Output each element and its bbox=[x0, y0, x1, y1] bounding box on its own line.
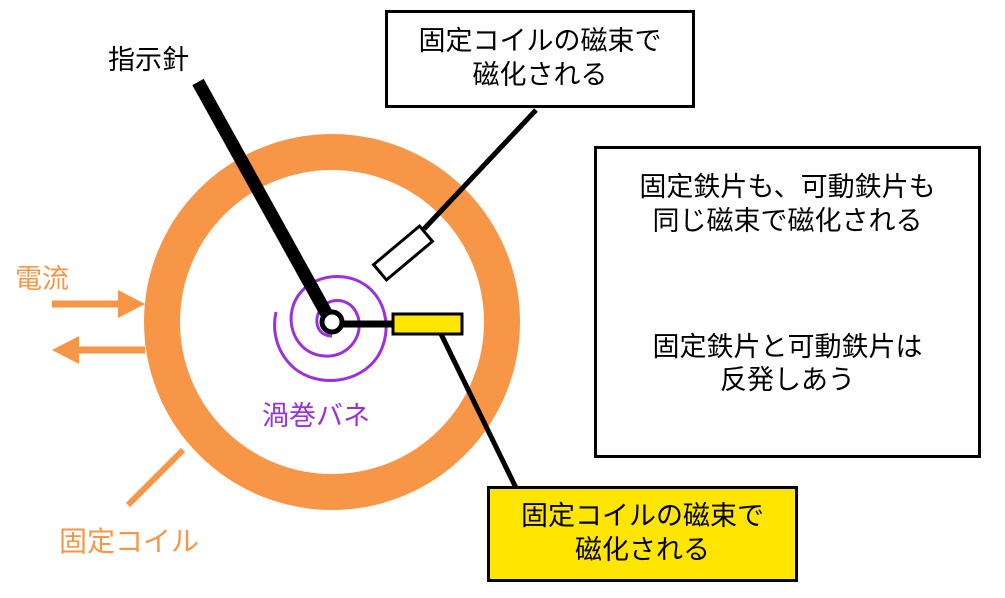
explanation-line3: 固定鉄片と可動鉄片は bbox=[652, 331, 923, 363]
fixed-iron-piece bbox=[371, 223, 435, 283]
pivot-icon bbox=[319, 309, 345, 335]
fixed-iron-callout-line1: 固定コイルの磁束で bbox=[418, 26, 662, 58]
pointer-label: 指示針 bbox=[108, 45, 189, 76]
spiral-spring-label: 渦巻バネ bbox=[262, 401, 370, 432]
fixed-iron-callout-line2: 磁化される bbox=[472, 60, 608, 91]
top-callout-leader-line bbox=[422, 108, 538, 231]
fixed-coil-label: 固定コイル bbox=[59, 525, 200, 558]
fixed-iron-callout: 固定コイルの磁束で 磁化される bbox=[385, 10, 695, 108]
movable-iron-piece bbox=[391, 312, 464, 336]
pointer-needle bbox=[192, 78, 336, 324]
movable-iron-callout-line1: 固定コイルの磁束で bbox=[521, 501, 764, 533]
fixed-coil-ring bbox=[144, 134, 520, 510]
current-in-arrow-icon bbox=[52, 290, 145, 318]
explanation-box: 固定鉄片も、可動鉄片も 同じ磁束で磁化される 固定鉄片と可動鉄片は 反発しあう bbox=[594, 146, 981, 458]
fixed-coil-leader-line bbox=[125, 447, 186, 508]
movable-iron-callout: 固定コイルの磁束で 磁化される bbox=[487, 486, 798, 582]
bottom-callout-leader-line bbox=[438, 332, 521, 494]
current-label: 電流 bbox=[15, 264, 69, 295]
explanation-line2: 同じ磁束で磁化される bbox=[652, 205, 923, 237]
spiral-spring-icon bbox=[273, 275, 388, 382]
current-out-arrow-icon bbox=[52, 336, 145, 364]
movable-iron-callout-line2: 磁化される bbox=[575, 535, 710, 566]
explanation-line4: 反発しあう bbox=[720, 365, 855, 397]
explanation-line1: 固定鉄片も、可動鉄片も bbox=[639, 172, 936, 203]
